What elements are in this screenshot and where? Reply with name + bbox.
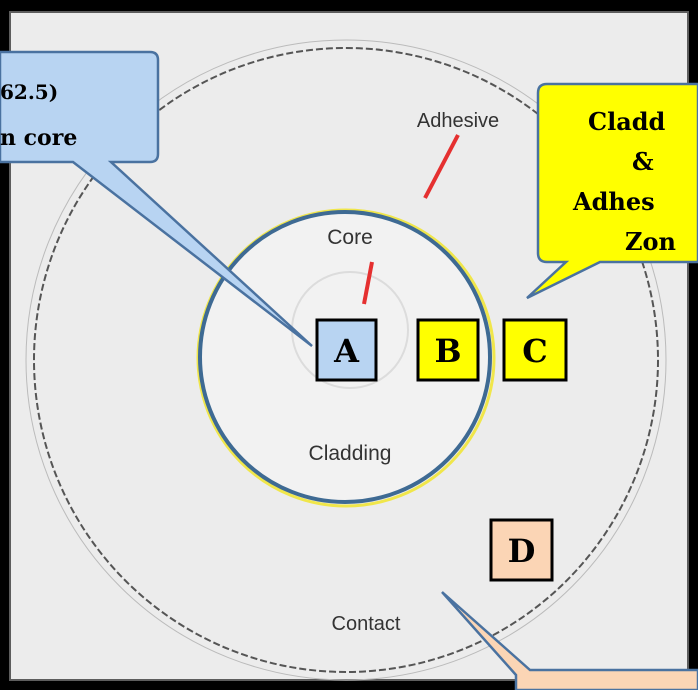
core-callout: 62.5) n core	[0, 50, 313, 347]
cladding-callout-line1: Cladd	[588, 107, 666, 136]
contact-zone-outer-edge	[25, 39, 667, 681]
core-arrow	[362, 261, 374, 305]
marker-d-box	[489, 518, 554, 582]
cladding-callout-line3: Adhes	[572, 187, 655, 216]
contact-callout	[441, 591, 698, 690]
adhesive-ring	[196, 208, 496, 508]
marker-d: D	[489, 518, 554, 582]
marker-c-box	[502, 318, 568, 382]
cladding-adhesive-callout: Cladd & Adhes Zon	[526, 82, 698, 300]
adhesive-arrow	[423, 134, 460, 199]
marker-a-box	[315, 318, 378, 382]
marker-a: A	[315, 318, 378, 382]
marker-b-letter: B	[434, 332, 461, 370]
contact-label: Contact	[332, 613, 401, 635]
contact-zone-circle	[33, 47, 659, 673]
cladding-callout-line4: Zon	[625, 227, 676, 256]
core-callout-line1: 62.5)	[0, 80, 58, 104]
marker-c: C	[502, 318, 568, 382]
adhesive-label: Adhesive	[417, 110, 499, 132]
marker-b-box	[416, 318, 480, 382]
marker-d-letter: D	[508, 532, 536, 570]
marker-a-letter: A	[333, 332, 360, 370]
marker-b: B	[416, 318, 480, 382]
cladding-callout-line2: &	[632, 147, 654, 176]
marker-c-letter: C	[522, 332, 547, 370]
cladding-label: Cladding	[309, 442, 392, 465]
core-callout-line2: n core	[0, 125, 77, 151]
core-label: Core	[327, 226, 373, 249]
